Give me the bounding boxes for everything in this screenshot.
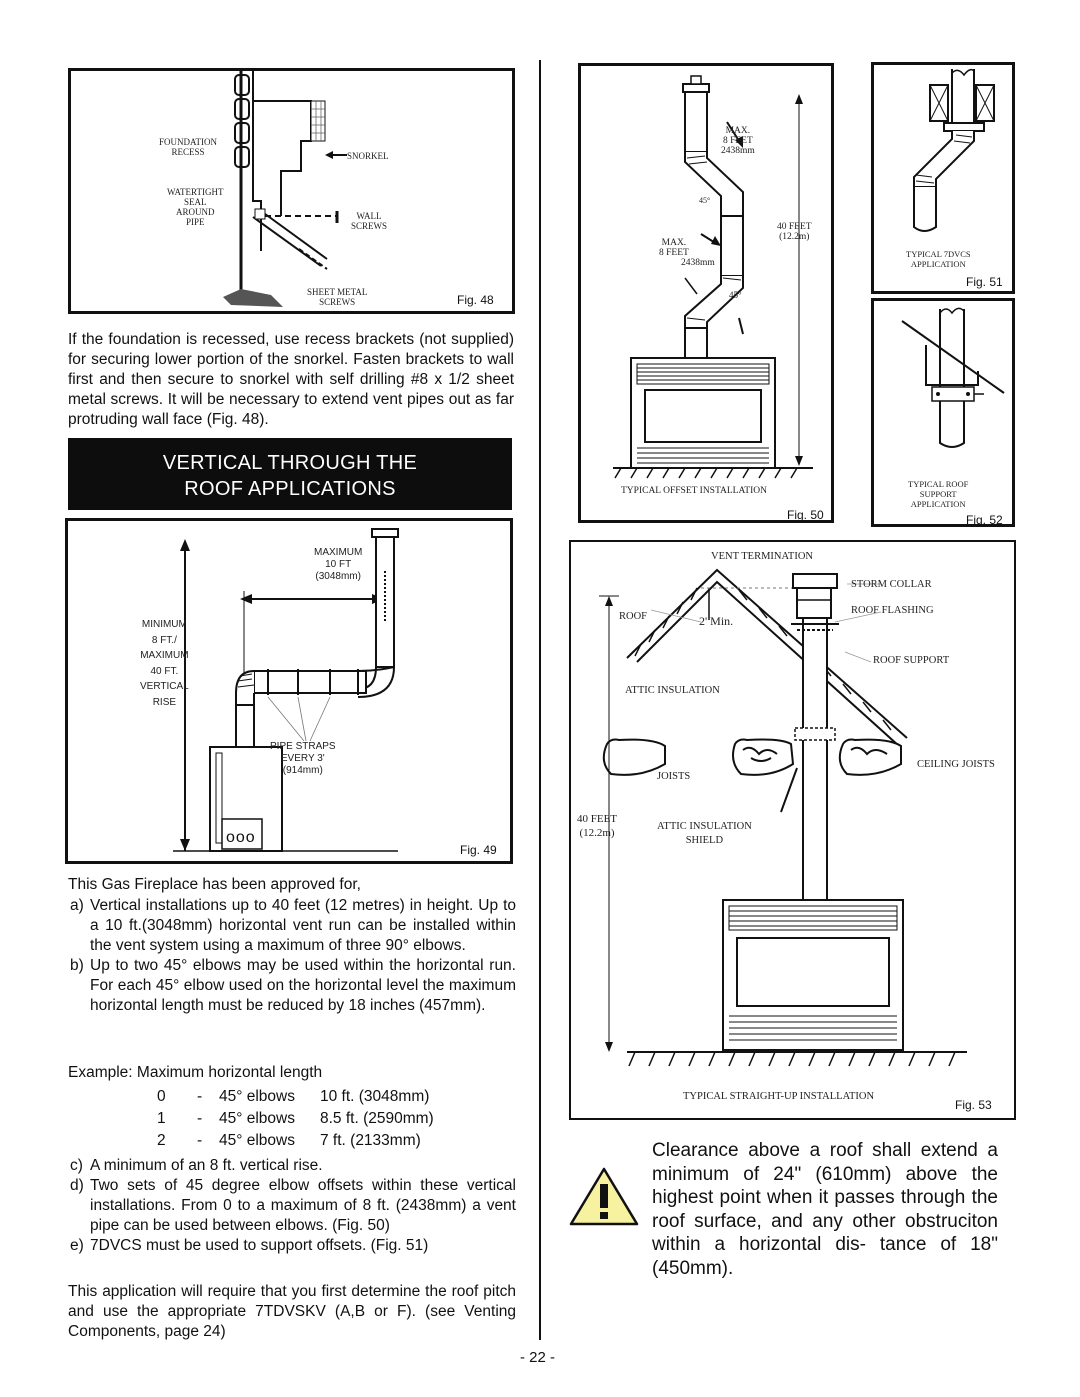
label-angle-lower: 45° <box>729 290 742 300</box>
figure-number-53: Fig. 53 <box>955 1098 992 1112</box>
example-heading: Example: Maximum horizontal length <box>68 1064 323 1081</box>
figure-number-52: Fig. 52 <box>966 513 1003 527</box>
label-joists: JOISTS <box>657 771 691 782</box>
caption-offset-installation: TYPICAL OFFSET INSTALLATION <box>621 486 767 496</box>
caption-straight-up-installation: TYPICAL STRAIGHT-UP INSTALLATION <box>683 1091 875 1102</box>
closing-paragraph: This application will require that you f… <box>68 1283 516 1340</box>
list-item: e)7DVCS must be used to support offsets.… <box>70 1237 429 1254</box>
7dvcs-application-diagram <box>913 68 995 232</box>
clearance-note: Clearance above a roof shall extend a mi… <box>652 1140 998 1279</box>
horizontal-run-diagram <box>173 528 399 852</box>
figure-number-51: Fig. 51 <box>966 275 1003 289</box>
label-snorkel: SNORKEL <box>347 151 389 161</box>
label-roof: ROOF <box>619 611 648 622</box>
label-ceiling-joists: CEILING JOISTS <box>917 759 995 770</box>
label-storm-collar: STORM COLLAR <box>851 579 932 590</box>
label-roof-flashing: ROOF FLASHING <box>851 605 934 616</box>
label-height-40-feet: 40 FEET(12.2m) <box>777 222 812 242</box>
offset-installation-diagram <box>613 75 813 479</box>
column-divider <box>539 60 541 1340</box>
intro-paragraph: If the foundation is recessed, use reces… <box>68 331 514 428</box>
list-item: d)Two sets of 45 degree elbow offsets wi… <box>70 1177 516 1234</box>
label-height-40-feet: 40 FEET(12.2m) <box>577 813 618 839</box>
straight-up-installation-diagram <box>599 568 967 1067</box>
figure-number-48: Fig. 48 <box>457 293 494 307</box>
label-roof-support: ROOF SUPPORT <box>873 655 950 666</box>
list-item: c)A minimum of an 8 ft. vertical rise. <box>70 1157 323 1174</box>
figure-53: VENT TERMINATION STORM COLLAR ROOF FLASH… <box>569 540 1016 1120</box>
approval-list-part2: c)A minimum of an 8 ft. vertical rise. d… <box>68 1156 516 1256</box>
approved-intro: This Gas Fireplace has been approved for… <box>68 876 361 893</box>
label-max-lower-metric: 2438mm <box>681 258 715 268</box>
approval-list-part1: a)Vertical installations up to 40 feet (… <box>68 896 516 1016</box>
list-item: b)Up to two 45° elbows may be used withi… <box>70 957 516 1014</box>
figure-number-49: Fig. 49 <box>460 843 497 857</box>
page-number: - 22 - <box>520 1349 556 1366</box>
list-item: a)Vertical installations up to 40 feet (… <box>70 897 516 954</box>
label-angle-upper: 45° <box>699 196 711 205</box>
label-2-min: 2' Min. <box>699 614 734 628</box>
roof-support-diagram <box>901 307 1005 448</box>
appliance-controls: ooo <box>226 829 256 846</box>
section-heading: VERTICAL THROUGH THE ROOF APPLICATIONS <box>68 438 512 510</box>
label-max-lower: MAX.8 FEET <box>659 238 689 258</box>
label-vent-termination: VENT TERMINATION <box>711 551 813 562</box>
exclamation-warning-icon <box>569 1167 639 1226</box>
snorkel-wall-diagram <box>223 71 347 307</box>
label-attic-insulation: ATTIC INSULATION <box>625 685 720 696</box>
figure-number-50: Fig. 50 <box>787 508 824 522</box>
